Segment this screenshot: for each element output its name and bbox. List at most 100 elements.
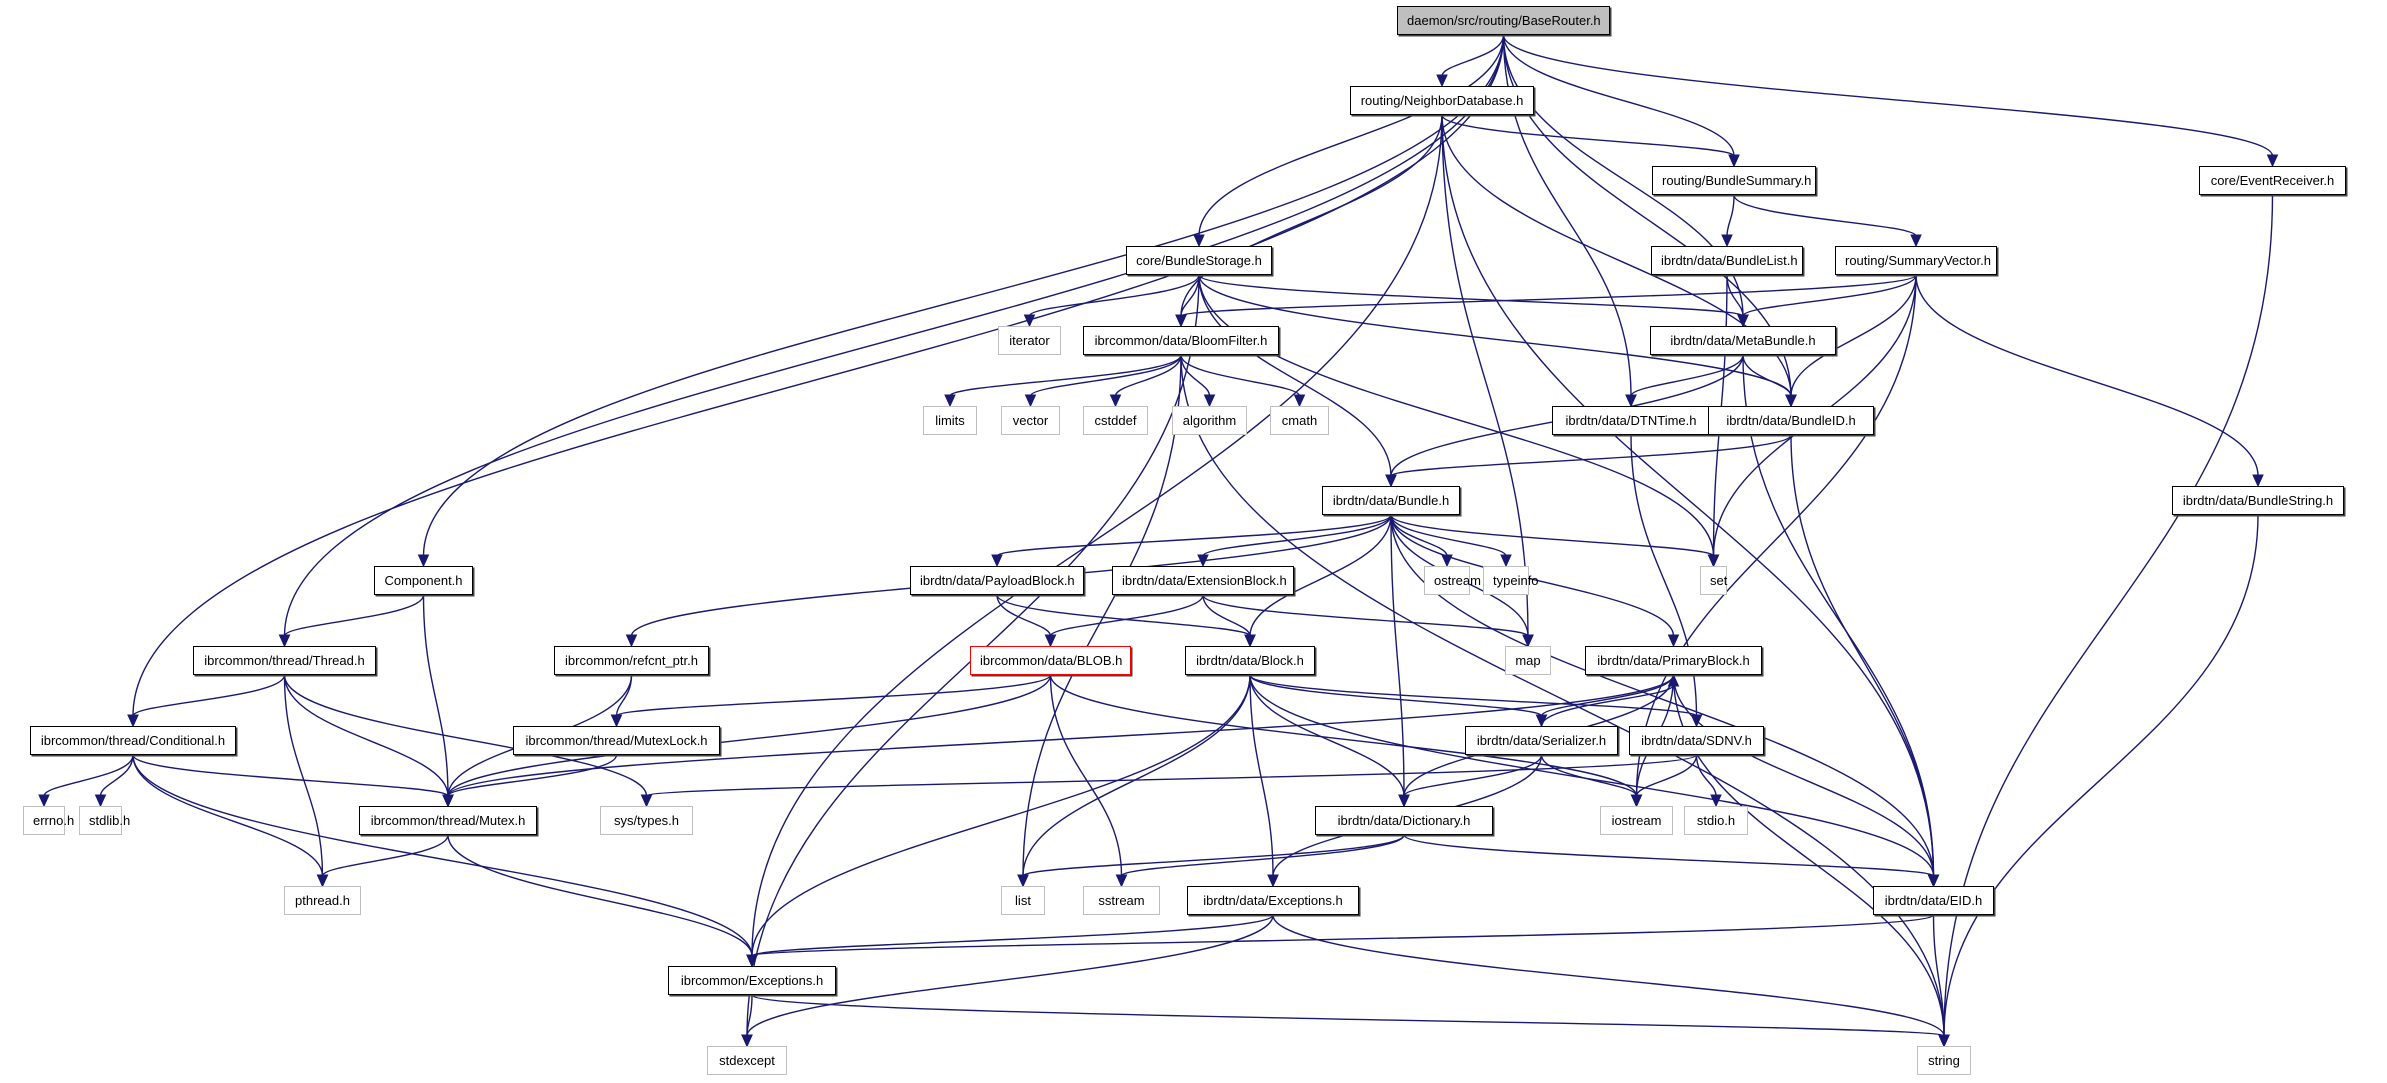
node-summaryvector[interactable]: routing/SummaryVector.h — [1835, 246, 1997, 275]
arrowhead-icon — [991, 554, 1003, 568]
node-commonexceptions[interactable]: ibrcommon/Exceptions.h — [668, 966, 836, 995]
node-errno: errno.h — [23, 806, 74, 835]
edge-metabundle-to-bundleid — [1742, 354, 1797, 408]
node-dtnexceptions[interactable]: ibrdtn/data/Exceptions.h — [1187, 886, 1359, 915]
node-eventreceiver[interactable]: core/EventReceiver.h — [2199, 166, 2346, 195]
node-vector: vector — [1001, 406, 1060, 435]
arrowhead-icon — [417, 554, 430, 568]
edge-bundle-to-dictionary — [1390, 514, 1410, 808]
node-block[interactable]: ibrdtn/data/Block.h — [1185, 646, 1315, 675]
edge-conditional-to-errno — [38, 754, 134, 808]
arrowhead-icon — [1024, 394, 1037, 408]
node-payloadblock[interactable]: ibrdtn/data/PayloadBlock.h — [910, 566, 1084, 595]
node-typeinfo: typeinfo — [1483, 566, 1539, 595]
arrowhead-icon — [2252, 474, 2264, 488]
node-baserouter[interactable]: daemon/src/routing/BaseRouter.h — [1397, 6, 1610, 35]
edge-blob-to-mutexlock — [610, 674, 1052, 728]
node-metabundle[interactable]: ibrdtn/data/MetaBundle.h — [1650, 326, 1836, 355]
node-map: map — [1505, 646, 1551, 675]
edge-thread-to-conditional — [127, 674, 286, 728]
node-bundlestorage[interactable]: core/BundleStorage.h — [1126, 246, 1272, 275]
arrowhead-icon — [944, 394, 956, 408]
edge-summaryvector-to-bloomfilter — [1175, 274, 1917, 328]
edge-baserouter-to-neighbordb — [1436, 34, 1505, 88]
edge-bundlesummary-to-bundlelist — [1721, 194, 1735, 248]
node-neighbordb[interactable]: routing/NeighborDatabase.h — [1350, 86, 1534, 115]
arrowhead-icon — [1667, 634, 1680, 648]
node-bundlesummary[interactable]: routing/BundleSummary.h — [1652, 166, 1816, 195]
edge-dtnexceptions-to-commonexceptions — [746, 914, 1274, 968]
arrowhead-icon — [1728, 154, 1740, 168]
edge-sdnv-to-systypes — [640, 754, 1698, 808]
arrowhead-icon — [1522, 634, 1534, 648]
node-limits: limits — [923, 406, 977, 435]
node-eid[interactable]: ibrdtn/data/EID.h — [1873, 886, 1994, 915]
arrowhead-icon — [1044, 634, 1057, 648]
node-mutex[interactable]: ibrcommon/thread/Mutex.h — [359, 806, 537, 835]
arrowhead-icon — [1710, 794, 1722, 808]
node-thread[interactable]: ibrcommon/thread/Thread.h — [193, 646, 376, 675]
edge-bloomfilter-to-limits — [944, 354, 1182, 408]
arrowhead-icon — [316, 874, 329, 888]
edge-extensionblock-to-block — [1202, 594, 1256, 648]
edge-serializer-to-dictionary — [1398, 754, 1543, 808]
arrowhead-icon — [746, 954, 758, 968]
arrowhead-icon — [1293, 394, 1306, 408]
edge-commonexceptions-to-string — [751, 994, 1950, 1048]
arrowhead-icon — [1938, 1034, 1950, 1048]
node-bundle[interactable]: ibrdtn/data/Bundle.h — [1322, 486, 1460, 515]
arrowhead-icon — [2266, 154, 2279, 168]
node-cstddef: cstddef — [1083, 406, 1148, 435]
node-bundlestring[interactable]: ibrdtn/data/BundleString.h — [2172, 486, 2344, 515]
arrowhead-icon — [1927, 874, 1940, 888]
node-extensionblock[interactable]: ibrdtn/data/ExtensionBlock.h — [1112, 566, 1294, 595]
arrowhead-icon — [38, 794, 50, 808]
node-ostream: ostream — [1424, 566, 1481, 595]
arrowhead-icon — [1707, 554, 1720, 568]
arrowhead-icon — [1630, 794, 1643, 808]
edge-bundlesummary-to-summaryvector — [1733, 194, 1922, 248]
edge-thread-to-mutex — [283, 674, 454, 808]
node-component[interactable]: Component.h — [374, 566, 473, 595]
arrowhead-icon — [1625, 394, 1637, 408]
edge-bloomfilter-to-cmath — [1180, 354, 1306, 408]
arrowhead-icon — [1175, 314, 1187, 328]
node-bundleid[interactable]: ibrdtn/data/BundleID.h — [1708, 406, 1874, 435]
edge-conditional-to-stdlib — [94, 754, 134, 808]
edge-bundlestring-to-string — [1938, 514, 2259, 1048]
edge-bundle-to-primaryblock — [1390, 514, 1680, 648]
node-bloomfilter[interactable]: ibrcommon/data/BloomFilter.h — [1083, 326, 1279, 355]
arrowhead-icon — [94, 794, 107, 808]
edge-extensionblock-to-blob — [1044, 594, 1204, 648]
node-serializer[interactable]: ibrdtn/data/Serializer.h — [1465, 726, 1618, 755]
edge-dtnexceptions-to-string — [1272, 914, 1950, 1048]
node-stdio: stdio.h — [1684, 806, 1748, 835]
node-blob[interactable]: ibrcommon/data/BLOB.h — [970, 646, 1131, 675]
node-bundlelist[interactable]: ibrdtn/data/BundleList.h — [1651, 246, 1803, 275]
edge-baserouter-to-bundlestorage — [1193, 34, 1505, 248]
node-conditional[interactable]: ibrcommon/thread/Conditional.h — [30, 726, 236, 755]
node-primaryblock[interactable]: ibrdtn/data/PrimaryBlock.h — [1585, 646, 1762, 675]
edge-mutexlock-to-mutex — [442, 754, 618, 808]
arrowhead-icon — [1109, 394, 1122, 408]
arrowhead-icon — [1023, 314, 1036, 328]
edge-neighbordb-to-bloomfilter — [1175, 114, 1443, 328]
node-mutexlock[interactable]: ibrcommon/thread/MutexLock.h — [513, 726, 720, 755]
arrowhead-icon — [741, 1034, 753, 1048]
edge-bundlestorage-to-iterator — [1023, 274, 1200, 328]
edge-primaryblock-to-eid — [1672, 674, 1940, 888]
edge-bundle-to-set — [1390, 514, 1720, 568]
node-dictionary[interactable]: ibrdtn/data/Dictionary.h — [1315, 806, 1493, 835]
edge-dictionary-to-sstream — [1115, 834, 1405, 888]
edge-serializer-to-primaryblock — [1540, 673, 1680, 727]
edge-dictionary-to-list — [1017, 834, 1405, 888]
arrowhead-icon — [278, 634, 291, 648]
arrowhead-icon — [1910, 234, 1922, 248]
node-dtntime[interactable]: ibrdtn/data/DTNTime.h — [1552, 406, 1710, 435]
edge-sdnv-to-iostream — [1630, 754, 1698, 808]
node-refcnt[interactable]: ibrcommon/refcnt_ptr.h — [554, 646, 709, 675]
edge-mutex-to-pthread — [316, 834, 449, 888]
node-sdnv[interactable]: ibrdtn/data/SDNV.h — [1629, 726, 1764, 755]
edge-baserouter-to-eventreceiver — [1502, 34, 2279, 168]
edge-mutex-to-commonexceptions — [447, 834, 758, 968]
